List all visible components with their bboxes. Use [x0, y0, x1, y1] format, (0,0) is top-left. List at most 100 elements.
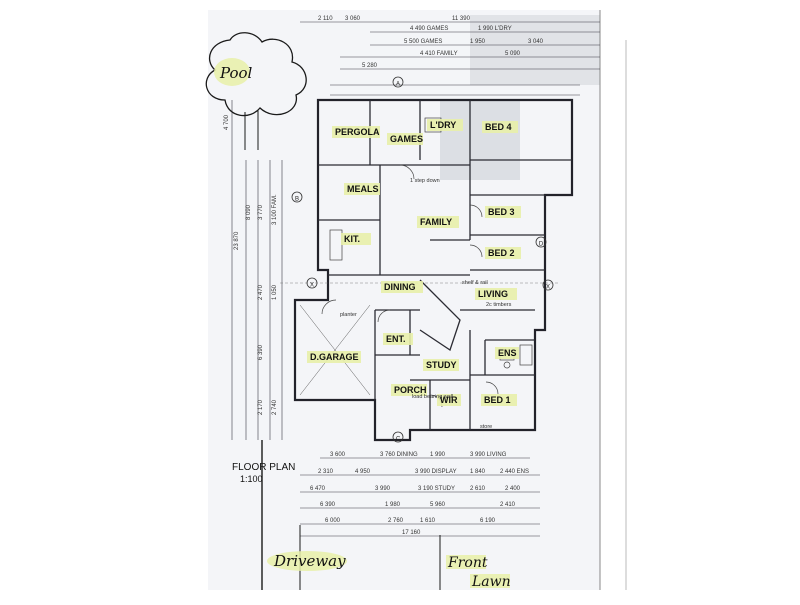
tree-sketch: [205, 32, 307, 117]
plan-note-3: load bearing wall: [412, 394, 453, 400]
room-highlight-games: [387, 133, 423, 145]
room-label-bed4: BED 4: [485, 122, 512, 132]
bottom-dimension-lines: [300, 457, 540, 537]
plan-note-2: planter: [340, 312, 357, 318]
plan-title: FLOOR PLAN: [232, 462, 295, 473]
room-label-study: STUDY: [426, 360, 457, 370]
room-label-dining: DINING: [384, 282, 416, 292]
room-label-bed2: BED 2: [488, 248, 515, 258]
room-highlight-bed2: [485, 247, 521, 259]
bottom-dim-row1-0: 3 600: [330, 452, 346, 458]
driveway-label: Driveway: [273, 552, 346, 570]
front-label: Front: [447, 555, 488, 571]
bottom-dim-row5-1: 2 760: [388, 518, 404, 524]
bottom-dim-row3-0: 6 470: [310, 486, 326, 492]
bottom-dim-row4-1: 1 980: [385, 502, 401, 508]
left-dim-8: 2 170: [258, 399, 264, 415]
room-highlight-ens: [495, 347, 519, 359]
top-dim-row1-2: 11 390: [452, 16, 471, 22]
exterior-walls: [293, 98, 574, 442]
plan-note-1: 1 step down: [410, 178, 440, 184]
bottom-dim-row2-2: 3 990 DISPLAY: [415, 469, 457, 475]
room-label-bed3: BED 3: [488, 207, 515, 217]
room-highlights: [307, 119, 521, 406]
bottom-dim-row2-4: 2 440 ENS: [500, 469, 529, 475]
bottom-dim-row4-3: 2 410: [500, 502, 516, 508]
top-dim-row1-1: 3 060: [345, 16, 361, 22]
grid-marker-labels: A B C D X X: [295, 82, 550, 443]
left-dim-1: 23 870: [234, 231, 240, 250]
interior-walls: [318, 100, 572, 430]
room-highlight-pergola: [332, 126, 380, 138]
left-dim-4: 3 100 FAM.: [272, 194, 278, 225]
plan-scale: 1:100: [240, 474, 263, 484]
room-highlight-bed4: [482, 121, 518, 133]
top-dim-row3-1: 1 950: [470, 39, 486, 45]
left-dim-7: 6 390: [258, 344, 264, 360]
room-label-ent: ENT.: [386, 334, 406, 344]
bottom-dim-row3-2: 3 190 STUDY: [418, 486, 455, 492]
garage-hatch: [299, 304, 371, 396]
top-dim-row4-1: 5 090: [505, 51, 521, 57]
room-highlight-dgarage: [307, 351, 361, 363]
top-dim-row4-0: 4 410 FAMILY: [420, 51, 458, 57]
room-label-wir: WIR: [440, 395, 458, 405]
left-dimension-lines: [231, 100, 283, 440]
room-highlight-study: [423, 359, 459, 371]
room-label-porch: PORCH: [394, 385, 427, 395]
room-highlight-bed3: [485, 206, 521, 218]
left-dim-2: 8 090: [246, 204, 252, 220]
top-dim-row2-1: 1 990 L'DRY: [478, 26, 512, 32]
room-highlight-bed1: [481, 394, 517, 406]
bottom-dim-row3-3: 2 610: [470, 486, 486, 492]
bottom-dim-row4-0: 6 390: [320, 502, 336, 508]
room-label-ldry: L'DRY: [430, 120, 456, 130]
room-highlight-kit: [341, 233, 371, 245]
left-dim-5: 2 470: [258, 284, 264, 300]
grid-marker-1: B: [295, 197, 299, 203]
bottom-dim-row5-2: 1 610: [420, 518, 436, 524]
bottom-dim-row3-4: 2 400: [505, 486, 521, 492]
room-label-dgarage: D.GARAGE: [310, 352, 359, 362]
top-dim-row5-0: 5 280: [362, 63, 378, 69]
grid-marker-0: A: [396, 82, 400, 88]
room-label-pergola: PERGOLA: [335, 127, 380, 137]
room-label-kit: KIT.: [344, 234, 360, 244]
left-dimension-labels: 4 700 23 870 8 090 3 770 3 100 FAM. 2 470 1 05…: [224, 114, 278, 415]
paper-sheet: [208, 10, 600, 590]
lawn-label: Lawn: [471, 574, 511, 590]
room-label-games: GAMES: [390, 134, 423, 144]
room-highlight-family: [417, 216, 459, 228]
room-highlight-wir: [437, 394, 461, 406]
bottom-dim-row2-0: 2 310: [318, 469, 334, 475]
room-highlight-dining: [381, 281, 423, 293]
plan-note-5: store: [480, 424, 492, 430]
grid-marker-3: D: [539, 242, 544, 248]
room-highlight-living: [475, 288, 517, 300]
room-highlight-ent: [383, 333, 413, 345]
room-label-meals: MEALS: [347, 184, 379, 194]
grid-marker-5: X: [546, 285, 550, 291]
left-dim-0: 4 700: [224, 114, 230, 130]
left-dim-3: 3 770: [258, 204, 264, 220]
grid-marker-2: C: [396, 437, 401, 443]
bottom-dim-row1-1: 3 760 DINING: [380, 452, 418, 458]
top-dim-row1-0: 2 110: [318, 16, 333, 22]
lawn-highlight: [470, 574, 510, 588]
bottom-dim-row5-3: 6 190: [480, 518, 496, 524]
left-dim-6: 1 050: [272, 284, 278, 300]
scan-shadow-top: [470, 15, 600, 85]
grid-marker-4: X: [310, 283, 314, 289]
left-dim-9: 2 740: [272, 399, 278, 415]
plan-note-4: 2c timbers: [486, 302, 512, 308]
room-highlight-ldry: [427, 119, 463, 131]
bottom-dim-row3-1: 3 990: [375, 486, 391, 492]
room-label-ens: ENS: [498, 348, 517, 358]
room-highlight-porch: [391, 384, 427, 396]
